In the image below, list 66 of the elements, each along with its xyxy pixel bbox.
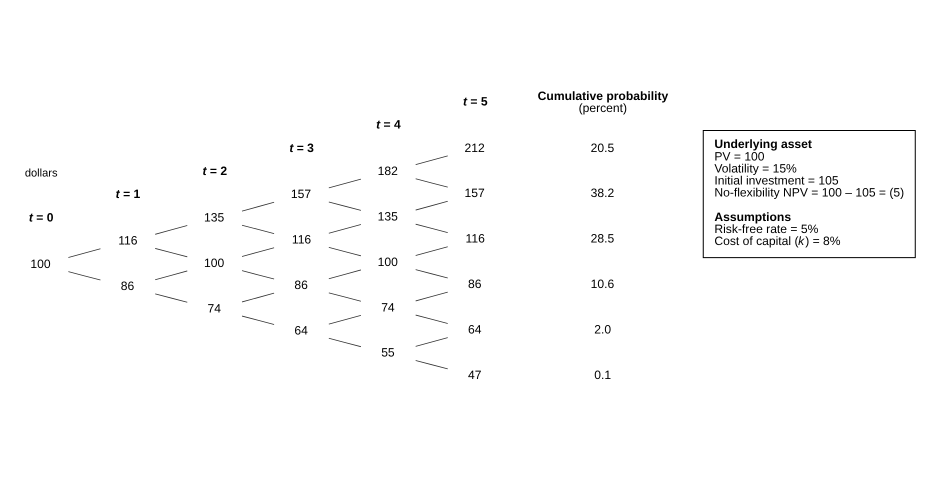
connector bbox=[414, 269, 448, 278]
node-text: 135 bbox=[204, 210, 224, 224]
node-text: 74 bbox=[207, 301, 221, 316]
connector bbox=[328, 314, 361, 325]
label: t = 5 bbox=[462, 94, 488, 108]
connector bbox=[241, 202, 274, 212]
node-text: 74 bbox=[380, 300, 394, 314]
connector bbox=[154, 293, 188, 303]
connector bbox=[241, 316, 274, 325]
node-text: 182 bbox=[377, 164, 398, 178]
label: t = 3 bbox=[288, 140, 314, 155]
node-text: 157 bbox=[464, 186, 484, 200]
node-text: 212 bbox=[464, 140, 484, 155]
connector bbox=[241, 247, 274, 257]
label: 0.1 bbox=[594, 368, 611, 382]
connector bbox=[414, 292, 448, 302]
node-text: 100 bbox=[30, 256, 50, 271]
connector bbox=[414, 314, 448, 324]
node-text: 135 bbox=[377, 209, 398, 224]
node-box: Underlying asset PV = 100 Volatility = 15% Initial investment = 105 No-flexibility NPV = 100 – 105 = (5) Assumptions Risk-free rate = 5% Cost of capital (k) = 8% bbox=[702, 130, 916, 258]
label: 38.2 bbox=[590, 186, 614, 200]
connector bbox=[414, 224, 448, 233]
connector bbox=[328, 224, 361, 234]
connector bbox=[328, 178, 361, 188]
connector bbox=[241, 292, 274, 302]
connector bbox=[328, 270, 361, 280]
label: 20.5 bbox=[590, 140, 614, 155]
node-text: 100 bbox=[204, 256, 224, 270]
label: 2.0 bbox=[594, 322, 611, 336]
node-text: 64 bbox=[294, 324, 308, 338]
connector bbox=[241, 270, 274, 280]
node-text: 86 bbox=[120, 279, 134, 294]
connector bbox=[414, 178, 448, 188]
connector bbox=[154, 248, 188, 258]
label: 10.6 bbox=[590, 277, 614, 292]
node-text: 157 bbox=[290, 187, 311, 202]
connector bbox=[414, 155, 448, 166]
connector bbox=[328, 338, 361, 348]
node-text: 116 bbox=[465, 232, 484, 246]
connector bbox=[328, 292, 361, 302]
connector bbox=[154, 270, 188, 280]
label: t = 1 bbox=[115, 187, 140, 202]
label: t = 2 bbox=[202, 164, 227, 178]
connector bbox=[414, 337, 448, 347]
connector bbox=[67, 248, 100, 258]
label: t = 4 bbox=[376, 118, 400, 132]
connector bbox=[154, 225, 188, 235]
node-text: 116 bbox=[291, 232, 311, 247]
node-text: 86 bbox=[294, 278, 308, 292]
connector bbox=[328, 247, 361, 256]
node-text: 86 bbox=[468, 277, 482, 292]
node-text: 100 bbox=[377, 254, 398, 269]
connector bbox=[414, 200, 448, 210]
label: dollars bbox=[24, 168, 58, 180]
label: t = 0 bbox=[28, 210, 53, 224]
connector bbox=[414, 246, 448, 256]
connector bbox=[67, 271, 100, 280]
connector bbox=[414, 360, 448, 370]
node-text: 55 bbox=[380, 346, 394, 360]
connector bbox=[328, 202, 361, 211]
node-text: 64 bbox=[468, 322, 482, 336]
node-text: 116 bbox=[118, 234, 138, 248]
label: Cumulative probability bbox=[537, 88, 668, 103]
connector bbox=[241, 224, 274, 234]
label: 28.5 bbox=[590, 232, 614, 246]
node-text: 47 bbox=[468, 368, 482, 382]
